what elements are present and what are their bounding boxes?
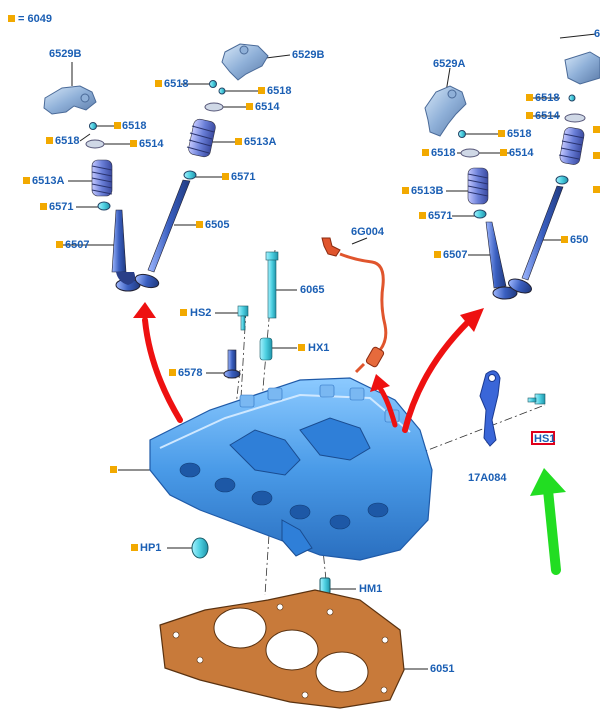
harness-6g004 bbox=[321, 237, 388, 374]
label-6518: 6518 bbox=[431, 147, 456, 159]
callout-square bbox=[526, 94, 533, 101]
label-cut-top: 6 bbox=[594, 28, 600, 40]
legend-square bbox=[8, 15, 15, 22]
label-6514: 6514 bbox=[139, 138, 164, 150]
label-6514: 6514 bbox=[255, 101, 280, 113]
label-hx1: HX1 bbox=[308, 342, 330, 354]
label-17a084: 17A084 bbox=[468, 472, 507, 484]
label-6529b-left: 6529B bbox=[49, 48, 82, 60]
label-6571: 6571 bbox=[428, 210, 453, 222]
callout-square bbox=[155, 80, 162, 87]
right-valvetrain bbox=[424, 51, 600, 300]
legend-label: = 6049 bbox=[18, 13, 52, 25]
callout-square bbox=[110, 466, 117, 473]
center-valvetrain bbox=[134, 43, 269, 289]
callout-square bbox=[23, 177, 30, 184]
label-6051: 6051 bbox=[430, 663, 455, 675]
label-6518: 6518 bbox=[122, 120, 147, 132]
label-6518: 6518 bbox=[164, 78, 189, 90]
label-hs2: HS2 bbox=[190, 307, 212, 319]
label-6507: 6507 bbox=[65, 239, 90, 251]
label-6065: 6065 bbox=[300, 284, 325, 296]
callout-square bbox=[498, 130, 505, 137]
callout-square bbox=[40, 203, 47, 210]
callout-square bbox=[169, 369, 176, 376]
callout-square bbox=[298, 344, 305, 351]
callout-square bbox=[500, 149, 507, 156]
label-6507: 6507 bbox=[443, 249, 468, 261]
callout-square bbox=[246, 103, 253, 110]
label-6505: 6505 bbox=[205, 219, 230, 231]
callout-square bbox=[46, 137, 53, 144]
callout-square bbox=[402, 187, 409, 194]
plugs bbox=[191, 537, 331, 595]
callout-square bbox=[56, 241, 63, 248]
callout-square bbox=[180, 309, 187, 316]
label-6571: 6571 bbox=[231, 171, 256, 183]
callout-square bbox=[593, 152, 600, 159]
label-6529b-right: 6529B bbox=[292, 49, 325, 61]
label-hs1-highlight: HS1 bbox=[531, 431, 555, 445]
label-hm1: HM1 bbox=[359, 583, 383, 595]
label-6514: 6514 bbox=[509, 147, 534, 159]
direction-arrows bbox=[133, 302, 566, 575]
callout-square bbox=[235, 138, 242, 145]
label-6518: 6518 bbox=[267, 85, 292, 97]
callout-square bbox=[196, 221, 203, 228]
label-6513b: 6513B bbox=[411, 185, 444, 197]
label-6518: 6518 bbox=[55, 135, 80, 147]
callout-square bbox=[593, 126, 600, 133]
callout-square bbox=[593, 186, 600, 193]
label-6518: 6518 bbox=[507, 128, 532, 140]
label-6505-cut: 650 bbox=[570, 234, 589, 246]
center-small-parts bbox=[223, 251, 279, 379]
bracket-17a084 bbox=[479, 370, 546, 447]
label-6g004: 6G004 bbox=[351, 226, 385, 238]
callout-square bbox=[419, 212, 426, 219]
label-6578: 6578 bbox=[178, 367, 203, 379]
label-6513a: 6513A bbox=[32, 175, 65, 187]
head-gasket bbox=[159, 589, 405, 709]
callout-square bbox=[114, 122, 121, 129]
callout-square bbox=[130, 140, 137, 147]
label-hs1: HS1 bbox=[534, 433, 556, 445]
callout-square bbox=[422, 149, 429, 156]
label-6529a: 6529A bbox=[433, 58, 466, 70]
callout-square bbox=[561, 236, 568, 243]
cylinder-head bbox=[149, 377, 433, 561]
left-valvetrain bbox=[43, 85, 141, 292]
callout-square bbox=[526, 112, 533, 119]
label-6518: 6518 bbox=[535, 92, 560, 104]
callout-square bbox=[258, 87, 265, 94]
callout-square bbox=[131, 544, 138, 551]
callout-square bbox=[222, 173, 229, 180]
label-6513a: 6513A bbox=[244, 136, 277, 148]
callout-square bbox=[434, 251, 441, 258]
label-hp1: HP1 bbox=[140, 542, 162, 554]
label-6571: 6571 bbox=[49, 201, 74, 213]
label-6514: 6514 bbox=[535, 110, 560, 122]
